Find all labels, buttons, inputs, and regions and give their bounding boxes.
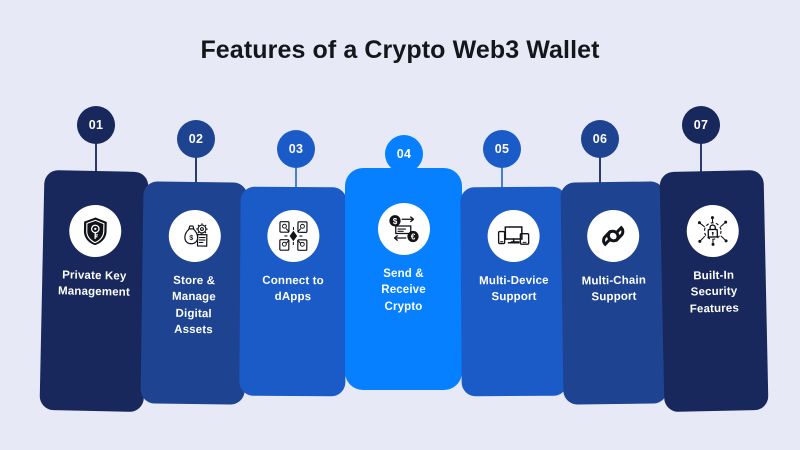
feature-card-label-2: Store & Manage Digital Assets [171, 274, 216, 337]
money-bag-assets-icon: $ [168, 209, 222, 263]
step-badge-label-4: 04 [396, 147, 412, 161]
feature-card-4[interactable]: $ € Send & Receive Crypto [345, 168, 462, 390]
step-badge-label-1: 01 [88, 118, 104, 132]
shield-key-icon [68, 204, 122, 258]
connector-line-7 [700, 142, 702, 192]
connector-line-1 [95, 142, 97, 192]
chain-link-icon [586, 209, 640, 263]
step-badge-label-7: 07 [693, 118, 709, 132]
step-badge-3[interactable]: 03 [277, 130, 315, 168]
feature-card-label-4: Send & Receive Crypto [381, 268, 426, 313]
feature-card-5[interactable]: Multi-Device Support [460, 186, 568, 397]
feature-card-2[interactable]: $ Store & Manage Digital Assets [140, 181, 248, 405]
lock-network-security-icon [686, 204, 740, 258]
step-badge-5[interactable]: 05 [483, 130, 521, 168]
dapps-network-icon [267, 209, 320, 263]
step-badge-6[interactable]: 06 [581, 120, 619, 158]
step-badge-1[interactable]: 01 [77, 106, 115, 144]
svg-text:$: $ [189, 234, 193, 242]
feature-card-6[interactable]: Multi-Chain Support [560, 181, 668, 405]
step-badge-4[interactable]: 04 [385, 135, 423, 173]
feature-card-label-7: Built-In Security Features [689, 269, 740, 316]
multi-device-icon [487, 209, 540, 263]
step-badge-label-5: 05 [494, 142, 510, 156]
step-badge-label-6: 06 [592, 132, 608, 146]
feature-card-label-1: Private Key Management [57, 269, 130, 300]
feature-card-7[interactable]: Built-In Security Features [659, 169, 769, 413]
step-badge-2[interactable]: 02 [177, 120, 215, 158]
feature-card-label-5: Multi-Device Support [479, 274, 549, 304]
svg-text:$: $ [392, 217, 397, 226]
connector-line-6 [599, 156, 601, 202]
feature-card-3[interactable]: Connect to dApps [239, 186, 347, 397]
connector-line-2 [195, 156, 197, 202]
step-badge-label-2: 02 [188, 132, 204, 146]
send-receive-crypto-icon: $ € [377, 203, 430, 255]
feature-card-1[interactable]: Private Key Management [39, 169, 149, 413]
page-title: Features of a Crypto Web3 Wallet [200, 36, 600, 64]
step-badge-7[interactable]: 07 [682, 106, 720, 144]
step-badge-label-3: 03 [288, 142, 304, 156]
feature-card-label-3: Connect to dApps [262, 274, 324, 304]
feature-card-label-6: Multi-Chain Support [581, 274, 647, 304]
svg-text:€: € [410, 233, 415, 242]
